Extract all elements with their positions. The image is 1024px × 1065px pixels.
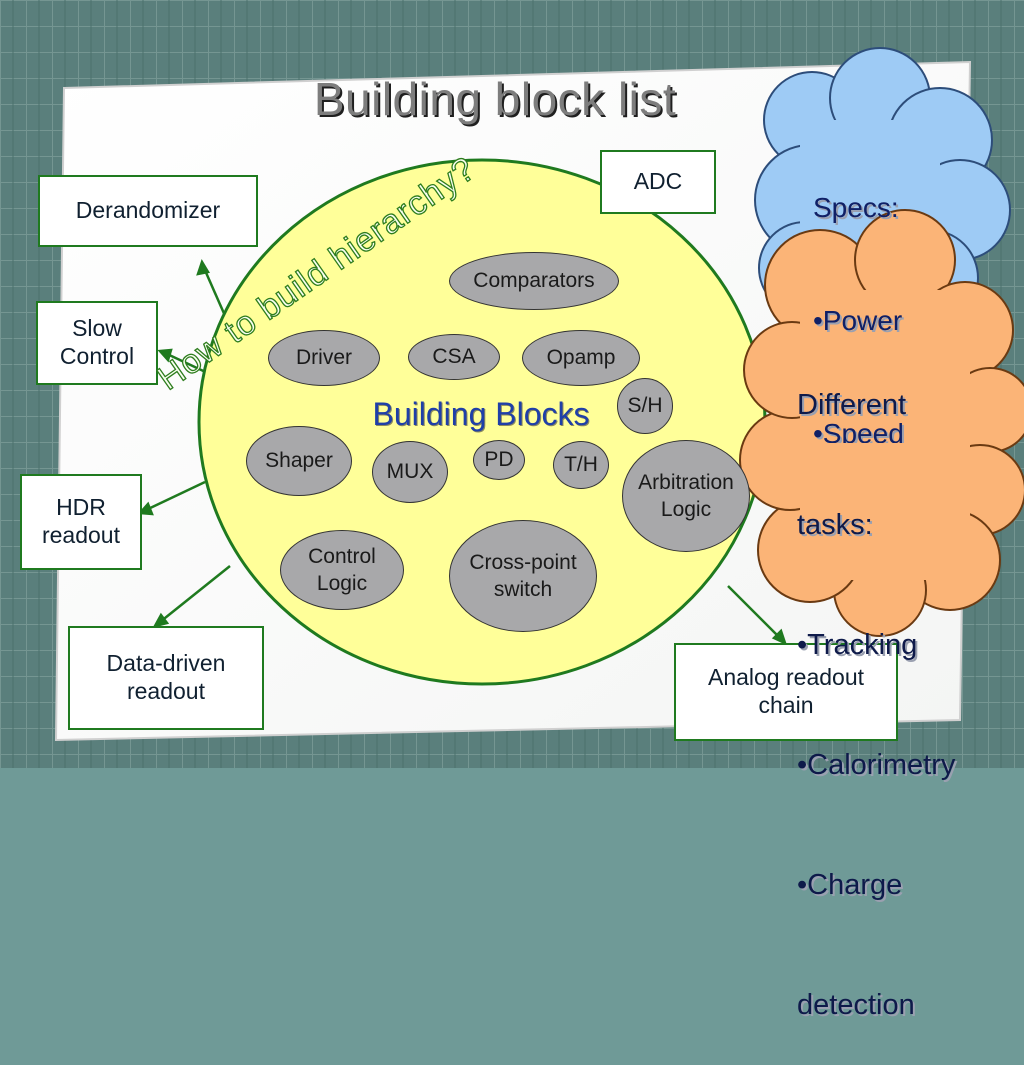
- pd-block: PD: [473, 440, 525, 480]
- sh-label: S/H: [627, 394, 663, 418]
- arbitration-logic-label: Arbitration Logic: [638, 470, 734, 521]
- mux-label: MUX: [386, 460, 434, 484]
- pd-label: PD: [484, 448, 514, 472]
- arbitration-logic-block: Arbitration Logic: [622, 440, 750, 552]
- tasks-line: •Charge: [797, 869, 903, 902]
- opamp-block: Opamp: [522, 330, 640, 386]
- data-driven-readout-box: Data-driven readout: [68, 626, 264, 730]
- derandomizer-label: Derandomizer: [75, 197, 221, 224]
- adc-label: ADC: [633, 168, 683, 195]
- csa-label: CSA: [432, 345, 476, 369]
- tasks-line: Different: [797, 389, 907, 422]
- adc-box: ADC: [600, 150, 716, 214]
- slow-control-box: Slow Control: [36, 301, 158, 385]
- driver-label: Driver: [296, 346, 352, 370]
- tasks-line: tasks:: [797, 509, 873, 542]
- specs-line: Specs:: [813, 191, 899, 223]
- th-block: T/H: [553, 441, 609, 489]
- driver-block: Driver: [268, 330, 380, 386]
- building-blocks-label: Building Blocks: [372, 396, 590, 432]
- cross-point-switch-label: Cross-point switch: [469, 550, 577, 601]
- derandomizer-box: Derandomizer: [38, 175, 258, 247]
- analog-readout-chain-label: Analog readout chain: [707, 664, 864, 718]
- tasks-cloud: [739, 209, 1024, 637]
- control-logic-label: Control Logic: [308, 544, 376, 595]
- tasks-line: •Tracking: [797, 629, 918, 662]
- csa-block: CSA: [408, 334, 500, 380]
- shaper-block: Shaper: [246, 426, 352, 496]
- data-driven-readout-label: Data-driven readout: [106, 650, 226, 704]
- comparators-block: Comparators: [449, 252, 619, 310]
- specs-line: •Speed: [813, 418, 904, 444]
- analog-readout-chain-box: Analog readout chain: [674, 643, 898, 741]
- specs-cloud-text: Specs: •Power •Speed: [813, 113, 904, 481]
- slide-background: [0, 0, 1024, 768]
- tasks-line: •Calorimetry: [797, 749, 956, 782]
- slide-title: Building block list: [313, 73, 677, 125]
- tasks-cloud-text: Different tasks: •Tracking •Calorimetry …: [797, 305, 955, 1065]
- slow-control-label: Slow Control: [59, 315, 135, 369]
- control-logic-block: Control Logic: [280, 530, 404, 610]
- shaper-label: Shaper: [265, 449, 333, 473]
- specs-line: •Power: [813, 304, 903, 336]
- cross-point-switch-block: Cross-point switch: [449, 520, 597, 632]
- comparators-label: Comparators: [473, 269, 595, 293]
- th-label: T/H: [564, 453, 598, 477]
- hdr-readout-box: HDR readout: [20, 474, 142, 570]
- tasks-line: detection: [797, 989, 915, 1022]
- hdr-readout-label: HDR readout: [41, 494, 120, 548]
- sh-block: S/H: [617, 378, 673, 434]
- opamp-label: Opamp: [546, 346, 616, 370]
- mux-block: MUX: [372, 441, 448, 503]
